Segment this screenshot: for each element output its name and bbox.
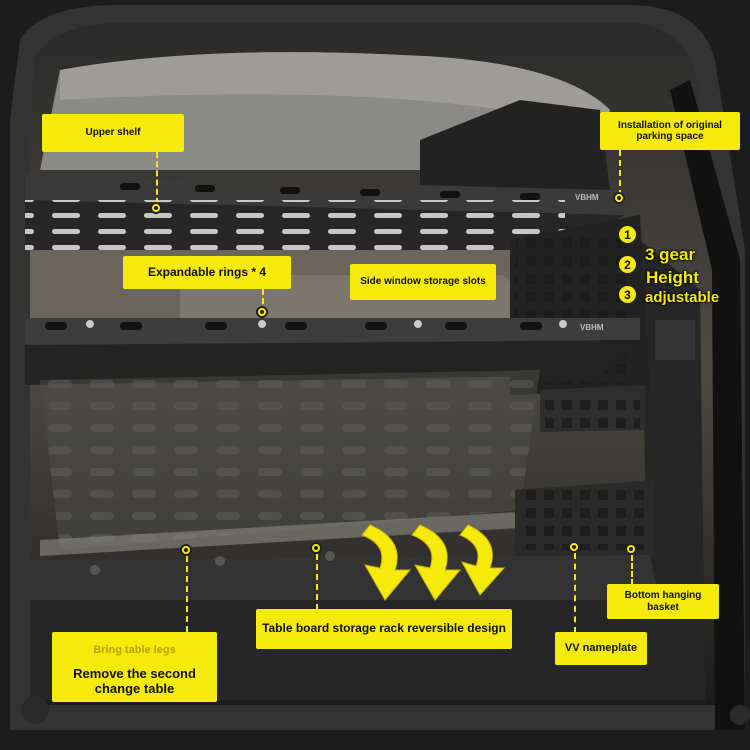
three-gear-label: 3 gear (645, 245, 696, 264)
callout-original-parking: Installation of original parking space (600, 112, 740, 150)
leader-table-legs (186, 556, 188, 632)
location-dot-icon (613, 192, 625, 204)
callout-bottom-basket: Bottom hanging basket (607, 584, 719, 619)
callout-table-board: Table board storage rack reversible desi… (256, 609, 512, 649)
down-arrow-icon (361, 524, 506, 601)
callout-expandable-rings: Expandable rings * 4 (123, 256, 291, 289)
callout-vv-nameplate: VV nameplate (555, 632, 647, 665)
leader-table-board (316, 554, 318, 610)
bring-table-legs-text: Bring table legs (93, 644, 176, 657)
gear-number-3: 3 (619, 286, 636, 303)
location-dot-icon (180, 544, 192, 556)
gear-number-2: 2 (619, 256, 636, 273)
brand-mark-middle: VBHM (580, 323, 604, 332)
location-dot-icon (625, 543, 637, 555)
callout-side-window: Side window storage slots (350, 264, 496, 300)
gear-number-1: 1 (619, 226, 636, 243)
leader-vv (574, 553, 576, 633)
remove-table-text: Remove the second change table (73, 666, 196, 697)
leader-upper-shelf (156, 152, 158, 204)
leader-parking (619, 150, 621, 196)
callout-upper-shelf: Upper shelf (42, 114, 184, 152)
location-dot-icon (256, 306, 268, 318)
height-label: Height (646, 268, 699, 287)
location-dot-icon (310, 542, 322, 554)
brand-mark-upper: VBHM (575, 193, 599, 202)
leader-basket (631, 555, 633, 585)
callout-remove-table: Bring table legs Remove the second chang… (52, 632, 217, 702)
location-dot-icon (150, 202, 162, 214)
location-dot-icon (568, 541, 580, 553)
leader-rings (262, 289, 264, 313)
adjustable-label: adjustable (645, 289, 720, 306)
